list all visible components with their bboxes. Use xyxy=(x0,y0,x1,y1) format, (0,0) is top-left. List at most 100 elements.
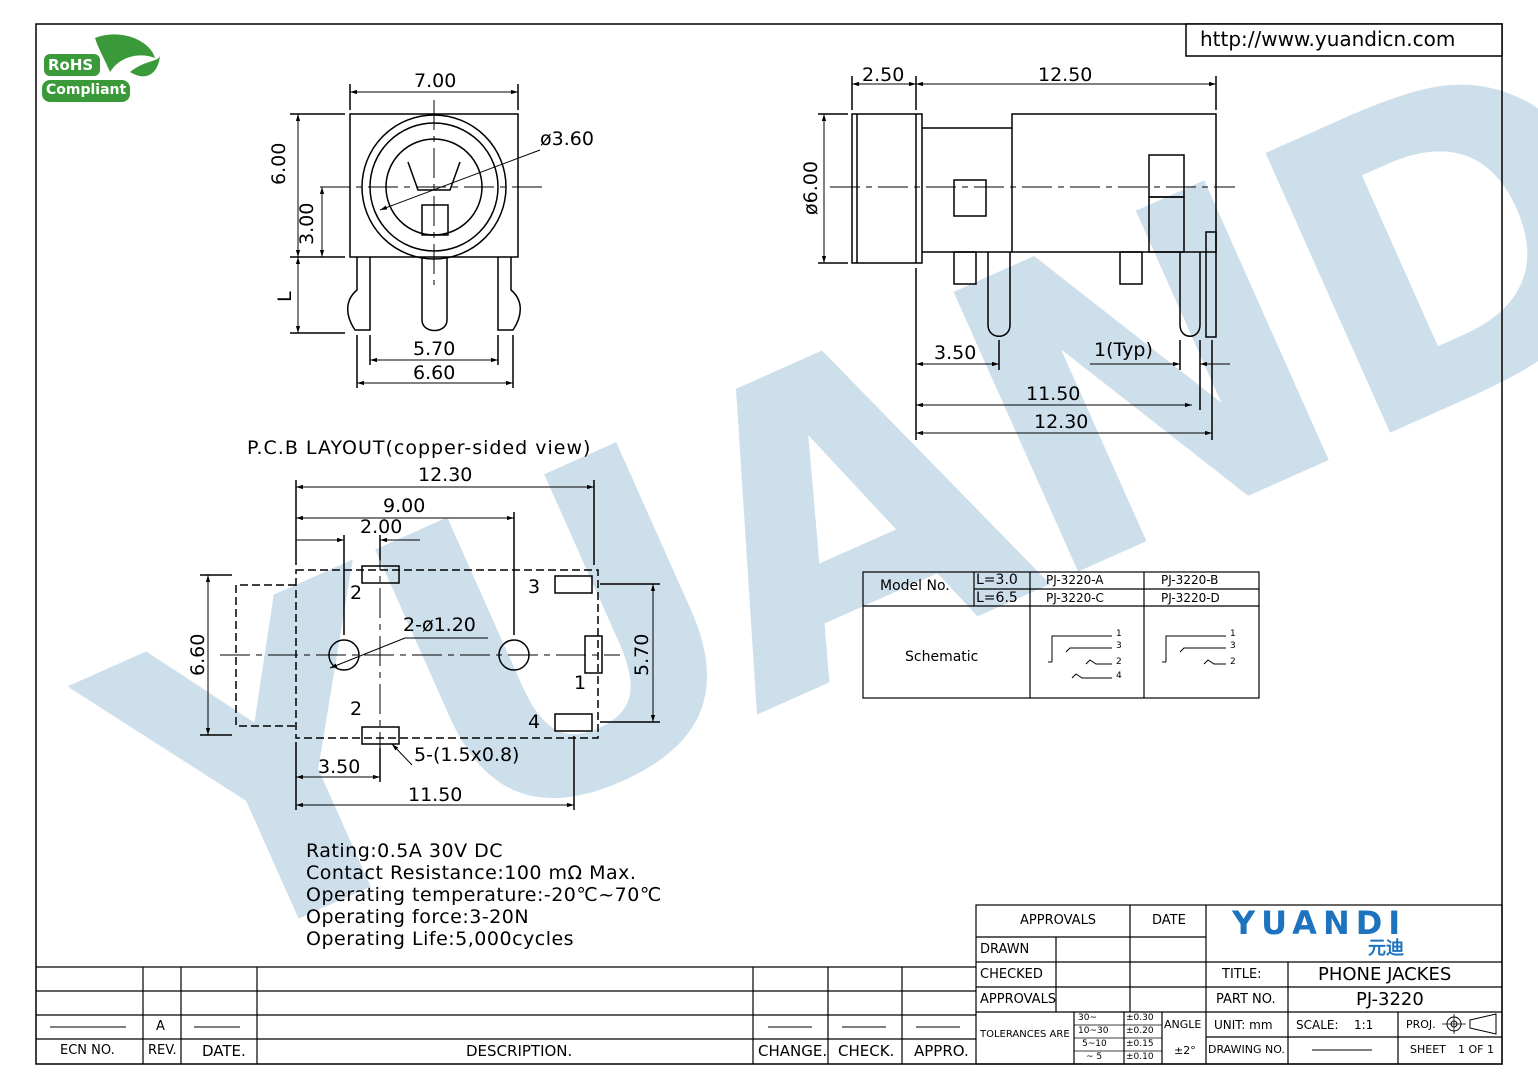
tb-tol-value: ±0.30 xyxy=(1126,1013,1154,1023)
company-logo-cn: 元迪 xyxy=(1368,938,1404,959)
side-view xyxy=(818,76,1235,440)
pcb-pin-label: 2 xyxy=(350,698,363,720)
dim-front-width: 7.00 xyxy=(414,70,457,92)
title-block xyxy=(975,904,1503,1065)
pcb-pin-label: 1 xyxy=(574,672,587,694)
tb-tolerances: TOLERANCES ARE xyxy=(980,1029,1070,1040)
tb-tol-range: 10~30 xyxy=(1078,1026,1109,1036)
rev-header-date: DATE. xyxy=(202,1042,246,1060)
tb-title-value: PHONE JACKES xyxy=(1318,964,1452,985)
tb-drawn: DRAWN xyxy=(980,942,1030,957)
tb-part-value: PJ-3220 xyxy=(1356,989,1424,1010)
dim-pcb-pads: 5-(1.5x0.8) xyxy=(414,744,520,766)
spec-line: Contact Resistance:100 mΩ Max. xyxy=(306,862,637,884)
tb-tol-value: ±0.15 xyxy=(1126,1039,1154,1049)
dim-side-diameter: ø6.00 xyxy=(800,161,822,215)
dim-pcb-350: 3.50 xyxy=(318,756,361,778)
pcb-title: P.C.B LAYOUT(copper-sided view) xyxy=(247,437,592,459)
tb-unit: UNIT: mm xyxy=(1214,1018,1273,1032)
dim-front-height: 6.00 xyxy=(268,142,290,185)
company-logo: YUANDI xyxy=(1232,904,1407,942)
dim-pcb-660: 6.60 xyxy=(187,633,209,676)
dim-pcb-1150: 11.50 xyxy=(408,784,463,806)
model-a-row2: PJ-3220-C xyxy=(1046,591,1104,605)
schem-a-pin: 1 xyxy=(1116,629,1122,639)
tb-drawing-no: DRAWING NO. xyxy=(1208,1043,1285,1056)
schem-a-pin: 4 xyxy=(1116,671,1122,681)
dim-pin-span-outer: 6.60 xyxy=(413,362,456,384)
front-view xyxy=(290,84,545,388)
rev-header-rev: REV. xyxy=(148,1043,177,1058)
schem-b-pin: 1 xyxy=(1230,629,1236,639)
tb-approvals: APPROVALS xyxy=(1020,913,1097,928)
model-L-row2: L=6.5 xyxy=(976,590,1018,606)
tb-proj: PROJ. xyxy=(1406,1018,1436,1031)
tb-tol-range: 5~10 xyxy=(1082,1039,1107,1049)
dim-side-span2: 12.30 xyxy=(1034,411,1089,433)
tb-tol-range: ~ 5 xyxy=(1086,1052,1103,1062)
tb-approvals2: APPROVALS xyxy=(980,992,1057,1007)
model-a-row1: PJ-3220-A xyxy=(1046,573,1104,587)
spec-line: Operating temperature:-20℃~70℃ xyxy=(306,884,662,906)
tb-angle: ANGLE xyxy=(1164,1018,1202,1031)
tb-tol-value: ±0.20 xyxy=(1126,1026,1154,1036)
tb-tol-value: ±0.10 xyxy=(1126,1052,1154,1062)
tb-title-label: TITLE: xyxy=(1222,967,1262,982)
dim-pin-span-inner: 5.70 xyxy=(413,338,456,360)
frame xyxy=(35,23,1503,1065)
watermark-text: YUANDI xyxy=(32,0,1538,1059)
pcb-pin-label: 2 xyxy=(350,582,363,604)
website-url[interactable]: http://www.yuandicn.com xyxy=(1200,27,1456,51)
spec-line: Operating Life:5,000cycles xyxy=(306,928,575,950)
dim-side-pin1: 3.50 xyxy=(934,342,977,364)
dim-pcb-holes: 2-ø1.20 xyxy=(403,614,476,636)
spec-line: Operating force:3-20N xyxy=(306,906,530,928)
rohs-label: RoHS xyxy=(48,56,94,74)
model-b-row2: PJ-3220-D xyxy=(1161,591,1220,605)
schematic-label: Schematic xyxy=(905,649,979,665)
dim-side-body: 12.50 xyxy=(1038,64,1093,86)
rev-header-description: DESCRIPTION. xyxy=(466,1042,573,1060)
model-L-row1: L=3.0 xyxy=(976,572,1018,588)
rev-header-ecn: ECN NO. xyxy=(60,1043,115,1058)
tb-checked: CHECKED xyxy=(980,967,1043,982)
schem-b-pin: 2 xyxy=(1230,657,1236,667)
tb-scale-value: 1:1 xyxy=(1354,1018,1374,1032)
rohs-compliant-label: Compliant xyxy=(46,82,127,98)
spec-line: Rating:0.5A 30V DC xyxy=(306,840,504,862)
rev-header-change: CHANGE. xyxy=(758,1042,828,1060)
rev-value: A xyxy=(156,1019,165,1034)
tb-sheet-value: 1 OF 1 xyxy=(1458,1043,1494,1056)
dim-pcb-200: 2.00 xyxy=(360,516,403,538)
dim-side-span1: 11.50 xyxy=(1026,383,1081,405)
model-table xyxy=(862,571,1260,699)
model-no-label: Model No. xyxy=(880,578,950,594)
dim-side-typ: 1(Typ) xyxy=(1094,339,1153,361)
tb-tol-range: 30~ xyxy=(1078,1013,1097,1023)
dim-pcb-total: 12.30 xyxy=(418,464,473,486)
model-b-row1: PJ-3220-B xyxy=(1161,573,1219,587)
dim-front-diameter: ø3.60 xyxy=(540,128,594,150)
dim-lead-length: L xyxy=(274,291,296,302)
schem-b-pin: 3 xyxy=(1230,641,1236,651)
tb-part-label: PART NO. xyxy=(1216,992,1276,1007)
dim-pcb-900: 9.00 xyxy=(383,495,426,517)
rohs-badge xyxy=(42,34,160,102)
dim-pcb-570: 5.70 xyxy=(631,633,653,676)
schem-a-pin: 2 xyxy=(1116,657,1122,667)
rev-header-appro: APPRO. xyxy=(914,1042,969,1060)
pcb-pin-label: 3 xyxy=(528,576,541,598)
tb-sheet-label: SHEET xyxy=(1410,1043,1446,1056)
tb-scale-label: SCALE: xyxy=(1296,1018,1339,1032)
rev-header-check: CHECK. xyxy=(838,1042,895,1060)
pcb-layout xyxy=(200,480,660,810)
url-box xyxy=(1185,23,1503,57)
dim-side-front: 2.50 xyxy=(862,64,905,86)
watermark: YUANDI xyxy=(32,0,1538,1059)
dim-front-center-height: 3.00 xyxy=(296,202,318,245)
tb-angle-value: ±2° xyxy=(1174,1044,1196,1057)
schem-a-pin: 3 xyxy=(1116,641,1122,651)
pcb-pin-label: 4 xyxy=(528,711,541,733)
tb-date: DATE xyxy=(1152,913,1186,928)
